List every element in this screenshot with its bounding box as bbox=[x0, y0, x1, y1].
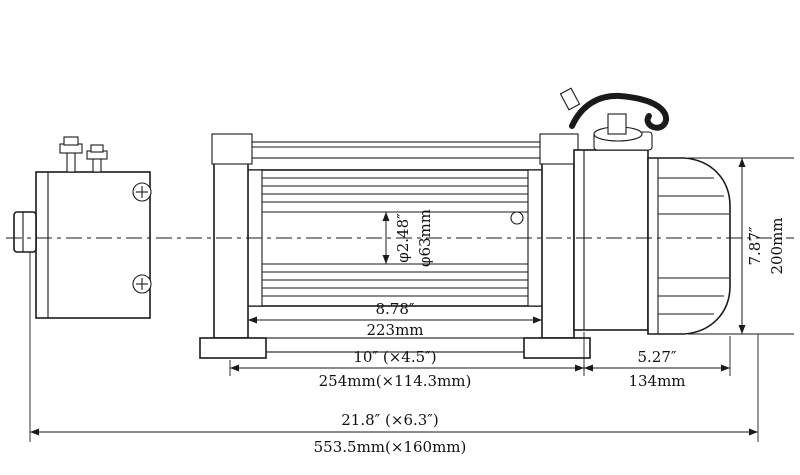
motor-housing bbox=[573, 131, 653, 331]
clamp-block-right bbox=[539, 133, 579, 165]
cover-screw-bottom bbox=[132, 274, 152, 294]
motor-length-mm-label: 134mm bbox=[628, 372, 685, 390]
dim-motor-length: 5.27″ 134mm bbox=[584, 336, 731, 390]
dim-overall-length: 21.8″ (×6.3″) 553.5mm(×160mm) bbox=[29, 252, 759, 456]
vent-bolt-tall bbox=[59, 136, 83, 173]
clutch-lever bbox=[559, 87, 669, 142]
mount-foot-left bbox=[199, 337, 267, 359]
clutch-lever-end-tab bbox=[559, 87, 581, 111]
tie-bar-top bbox=[213, 141, 577, 159]
drum-diameter-inch-label: φ2.48″ bbox=[394, 213, 412, 263]
overall-length-mm-label: 553.5mm(×160mm) bbox=[314, 438, 467, 456]
dim-drum-diameter: φ2.48″ φ63mm bbox=[382, 209, 434, 267]
rope-anchor-hole bbox=[510, 211, 524, 225]
drum-length-inch-label: 8.78″ bbox=[375, 300, 414, 318]
drum-diameter-mm-label: φ63mm bbox=[416, 209, 434, 267]
overall-height-inch-label: 7.87″ bbox=[746, 226, 764, 265]
overall-length-inch-label: 21.8″ (×6.3″) bbox=[341, 411, 439, 429]
drum-length-mm-label: 223mm bbox=[366, 321, 423, 339]
shaft-stub bbox=[13, 211, 37, 253]
vent-bolt-short bbox=[86, 144, 108, 173]
motor-length-inch-label: 5.27″ bbox=[637, 348, 676, 366]
mount-length-mm-label: 254mm(×114.3mm) bbox=[319, 372, 472, 390]
cover-screw-top bbox=[132, 182, 152, 202]
dim-mount-length: 10″ (×4.5″) 254mm(×114.3mm) bbox=[229, 332, 585, 390]
motor-end-cap bbox=[647, 157, 731, 335]
gearbox-housing bbox=[13, 136, 152, 319]
dim-overall-height: 7.87″ 200mm bbox=[688, 157, 794, 335]
overall-height-mm-label: 200mm bbox=[768, 217, 786, 274]
mount-foot-right bbox=[523, 337, 591, 359]
mount-length-inch-label: 10″ (×4.5″) bbox=[353, 348, 436, 366]
clutch-lever-stem bbox=[607, 113, 627, 135]
clamp-block-left bbox=[211, 133, 253, 165]
dim-drum-length: 8.78″ 223mm bbox=[248, 300, 542, 339]
